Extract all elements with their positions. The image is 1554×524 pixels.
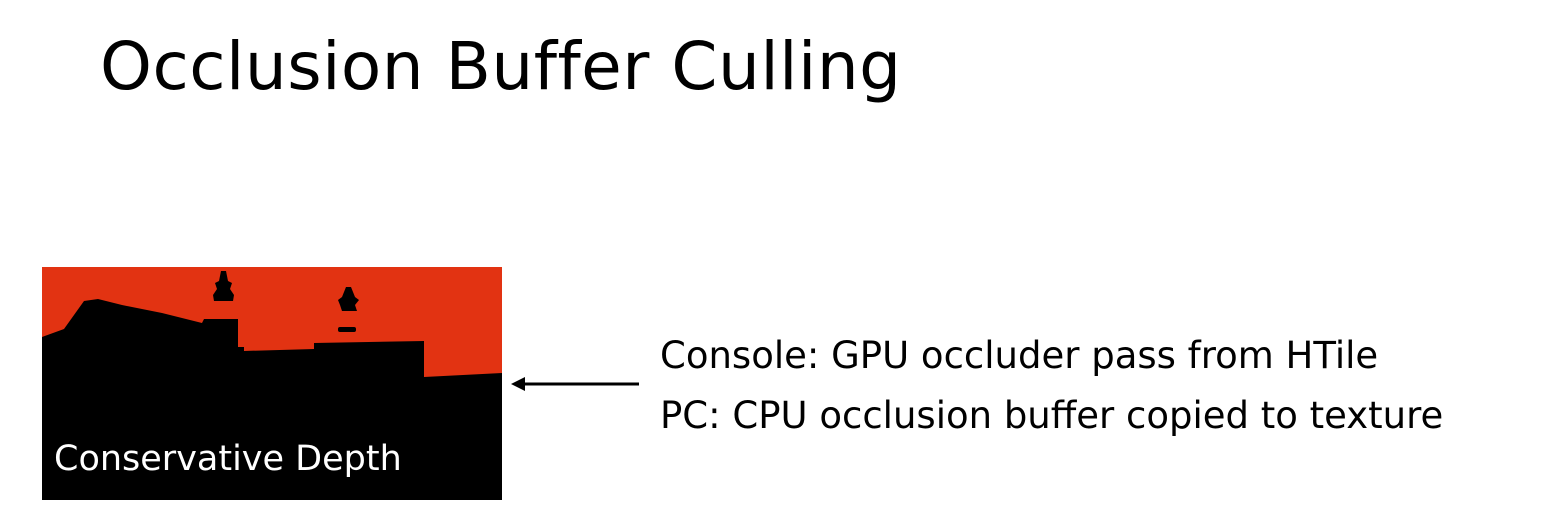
conservative-depth-image: Conservative Depth <box>42 267 502 500</box>
tree-silhouette-right <box>338 287 359 311</box>
slide-title: Occlusion Buffer Culling <box>100 28 902 105</box>
arrow-left-icon <box>511 372 639 396</box>
tree-silhouette-left <box>213 271 234 301</box>
figure-caption: Conservative Depth <box>54 439 402 479</box>
occluder-silhouette <box>42 299 502 500</box>
console-description: Console: GPU occluder pass from HTile <box>660 334 1379 377</box>
pc-description: PC: CPU occlusion buffer copied to textu… <box>660 394 1444 437</box>
tree-shadow-right <box>338 327 356 332</box>
